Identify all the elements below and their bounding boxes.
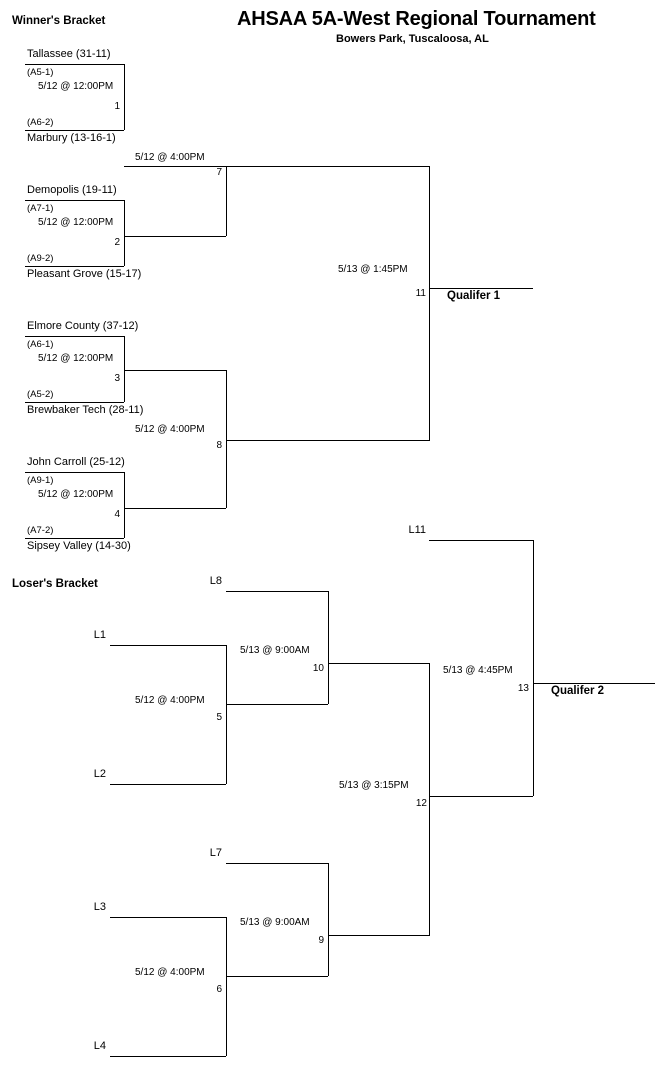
bracket-line-game3-top xyxy=(25,336,124,337)
bracket-line-game11-bottom xyxy=(226,440,430,441)
game-number-9: 9 xyxy=(318,935,324,946)
bracket-line-game8-top xyxy=(124,370,226,371)
loser-slot-l7: L7 xyxy=(209,847,222,859)
team-name-demopolis: Demopolis (19-11) xyxy=(27,184,117,196)
game-time-9: 5/13 @ 9:00AM xyxy=(240,917,310,928)
bracket-line-game5-bottom xyxy=(110,784,226,785)
game-time-2: 5/12 @ 12:00PM xyxy=(38,217,114,228)
bracket-line-game3-bottom xyxy=(25,402,124,403)
team-name-brewbaker-tech: Brewbaker Tech (28-11) xyxy=(27,404,144,416)
winners-bracket-heading: Winner's Bracket xyxy=(12,15,106,27)
bracket-line-game2-top xyxy=(25,200,124,201)
bracket-line-qualifier2 xyxy=(533,683,655,684)
bracket-line-game7-vertical xyxy=(226,166,227,236)
game-number-11: 11 xyxy=(415,288,426,299)
game-number-12: 12 xyxy=(415,798,427,809)
game-number-6: 6 xyxy=(216,984,222,995)
bracket-line-game12-bottom xyxy=(328,935,430,936)
bracket-line-game11-top xyxy=(226,166,430,167)
bracket-line-game9-vertical xyxy=(328,863,329,976)
bracket-line-game1-top xyxy=(25,64,124,65)
team-name-sipsey-valley: Sipsey Valley (14-30) xyxy=(27,540,131,552)
loser-slot-l2: L2 xyxy=(93,768,106,780)
bracket-line-game6-bottom xyxy=(110,1056,226,1057)
game-time-12: 5/13 @ 3:15PM xyxy=(339,780,409,791)
bracket-line-game2-vertical xyxy=(124,200,125,266)
game-time-1: 5/12 @ 12:00PM xyxy=(38,81,114,92)
bracket-line-game11-vertical xyxy=(429,166,430,440)
bracket-line-game4-vertical xyxy=(124,472,125,538)
game-time-10: 5/13 @ 9:00AM xyxy=(240,645,310,656)
game-number-7: 7 xyxy=(216,167,222,178)
game-number-3: 3 xyxy=(114,373,120,384)
loser-slot-l1: L1 xyxy=(93,629,106,641)
loser-slot-l8: L8 xyxy=(209,575,222,587)
bracket-line-game2-bottom xyxy=(25,266,124,267)
seed-code-a9-2: (A9-2) xyxy=(27,253,54,264)
game-number-2: 2 xyxy=(114,237,120,248)
bracket-line-game3-vertical xyxy=(124,336,125,402)
loser-slot-l3: L3 xyxy=(93,901,106,913)
game-number-1: 1 xyxy=(114,101,120,112)
team-name-elmore-county: Elmore County (37-12) xyxy=(27,320,139,332)
team-name-pleasant-grove: Pleasant Grove (15-17) xyxy=(27,268,142,280)
game-time-7: 5/12 @ 4:00PM xyxy=(135,152,205,163)
qualifier-1-label: Qualifer 1 xyxy=(447,290,501,302)
bracket-line-game10-vertical xyxy=(328,591,329,704)
team-name-tallassee: Tallassee (31-11) xyxy=(27,48,111,60)
bracket-line-game4-top xyxy=(25,472,124,473)
bracket-line-game1-vertical xyxy=(124,64,125,130)
bracket-line-game13-bottom xyxy=(429,796,533,797)
seed-code-a7-2: (A7-2) xyxy=(27,525,54,536)
game-time-13: 5/13 @ 4:45PM xyxy=(443,665,513,676)
game-number-4: 4 xyxy=(114,509,120,520)
team-name-marbury: Marbury (13-16-1) xyxy=(27,132,116,144)
bracket-line-game13-vertical xyxy=(533,540,534,796)
bracket-line-game5-vertical xyxy=(226,645,227,784)
game-time-11: 5/13 @ 1:45PM xyxy=(338,264,408,275)
game-time-5: 5/12 @ 4:00PM xyxy=(135,695,205,706)
game-number-10: 10 xyxy=(312,663,324,674)
bracket-line-game7-top xyxy=(124,166,226,167)
bracket-line-game10-top xyxy=(226,591,328,592)
game-number-13: 13 xyxy=(517,683,529,694)
bracket-line-game4-bottom xyxy=(25,538,124,539)
seed-code-a6-2: (A6-2) xyxy=(27,117,54,128)
bracket-line-game6-top xyxy=(110,917,226,918)
game-time-8: 5/12 @ 4:00PM xyxy=(135,424,205,435)
bracket-line-game12-top xyxy=(328,663,430,664)
team-name-john-carroll: John Carroll (25-12) xyxy=(27,456,125,468)
seed-code-a7-1: (A7-1) xyxy=(27,203,54,214)
bracket-line-game10-bottom xyxy=(226,704,328,705)
page-title: AHSAA 5A-West Regional Tournament xyxy=(237,8,596,30)
game-time-4: 5/12 @ 12:00PM xyxy=(38,489,114,500)
bracket-line-game13-top xyxy=(429,540,533,541)
page-subtitle: Bowers Park, Tuscaloosa, AL xyxy=(336,33,489,45)
bracket-line-qualifier1 xyxy=(429,288,533,289)
bracket-line-game1-bottom xyxy=(25,130,124,131)
game-time-6: 5/12 @ 4:00PM xyxy=(135,967,205,978)
bracket-line-game8-vertical xyxy=(226,370,227,508)
bracket-line-game8-bottom xyxy=(124,508,226,509)
seed-code-a6-1: (A6-1) xyxy=(27,339,54,350)
bracket-line-game9-bottom xyxy=(226,976,328,977)
game-time-3: 5/12 @ 12:00PM xyxy=(38,353,114,364)
losers-bracket-heading: Loser's Bracket xyxy=(12,578,98,590)
loser-slot-l11: L11 xyxy=(408,524,426,536)
bracket-line-game12-vertical xyxy=(429,663,430,935)
bracket-line-game9-top xyxy=(226,863,328,864)
game-number-8: 8 xyxy=(216,440,222,451)
loser-slot-l4: L4 xyxy=(93,1040,106,1052)
seed-code-a5-1: (A5-1) xyxy=(27,67,54,78)
bracket-line-game7-bottom xyxy=(124,236,226,237)
seed-code-a9-1: (A9-1) xyxy=(27,475,54,486)
bracket-line-game6-vertical xyxy=(226,917,227,1056)
bracket-line-game5-top xyxy=(110,645,226,646)
qualifier-2-label: Qualifer 2 xyxy=(551,685,605,697)
game-number-5: 5 xyxy=(216,712,222,723)
seed-code-a5-2: (A5-2) xyxy=(27,389,54,400)
